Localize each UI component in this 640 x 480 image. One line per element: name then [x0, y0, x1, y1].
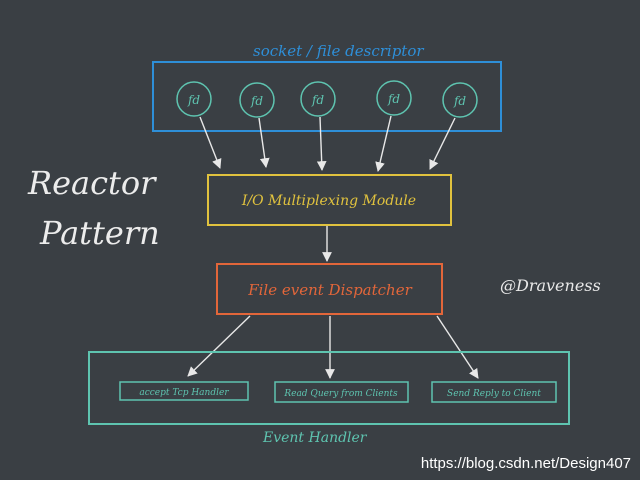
fd-node-label: fd	[453, 94, 466, 108]
sources-box	[152, 61, 502, 132]
arrow-fd2-to-mux	[258, 117, 270, 168]
arrow-fd4-to-mux	[375, 115, 392, 172]
arrow-fd1-to-mux	[199, 116, 222, 169]
sources-label: socket / file descriptor	[253, 42, 424, 60]
arrow-dispatcher-to-accept	[187, 315, 251, 377]
fd-node-label: fd	[250, 94, 263, 108]
fd-node-circle	[300, 81, 336, 117]
title-line-1: Reactor	[27, 164, 157, 202]
author-label: @Draveness	[500, 276, 601, 295]
handler-accept-tcp: accept Tcp Handler	[119, 381, 249, 401]
fd-node-circle	[376, 80, 412, 116]
fd-node-2: fd	[239, 82, 275, 118]
handlers-label: Event Handler	[262, 430, 368, 446]
handler-send-reply: Send Reply to Client	[431, 381, 557, 403]
fd-node-circle	[239, 82, 275, 118]
dispatcher-box	[216, 263, 443, 315]
dispatcher-label: File event Dispatcher	[247, 281, 412, 299]
watermark: https://blog.csdn.net/Design407	[421, 455, 631, 472]
multiplexer-box	[207, 174, 452, 226]
fd-node-5: fd	[442, 82, 478, 118]
arrow-fd5-to-mux	[429, 117, 456, 170]
fd-node-4: fd	[376, 80, 412, 116]
arrow-fd3-to-mux	[316, 116, 327, 171]
handler-box	[431, 381, 557, 403]
fd-node-circle	[176, 81, 212, 117]
handler-read-query: Read Query from Clients	[274, 381, 409, 403]
arrow-dispatcher-to-send	[436, 315, 479, 379]
title-line-2: Pattern	[39, 214, 160, 252]
handler-label: Send Reply to Client	[447, 389, 541, 399]
dispatcher-arrows	[187, 315, 479, 379]
fd-node-label: fd	[311, 93, 324, 107]
handler-label: Read Query from Clients	[283, 389, 398, 399]
fd-arrows	[199, 115, 456, 172]
handler-label: accept Tcp Handler	[139, 388, 229, 398]
fd-node-circle	[442, 82, 478, 118]
fd-node-label: fd	[387, 92, 400, 106]
handlers-box	[88, 351, 570, 425]
multiplexer-label: I/O Multiplexing Module	[241, 193, 416, 209]
fd-node-label: fd	[187, 93, 200, 107]
handler-box	[274, 381, 409, 403]
handler-box	[119, 381, 249, 401]
fd-node-3: fd	[300, 81, 336, 117]
fd-node-1: fd	[176, 81, 212, 117]
